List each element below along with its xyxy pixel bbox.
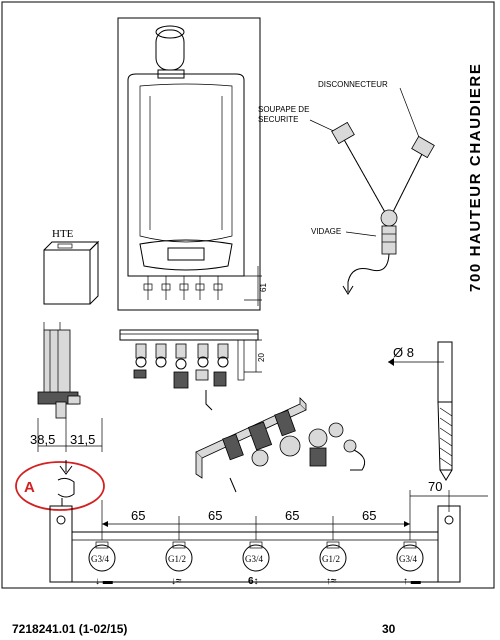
- footer-page-number: 30: [382, 622, 396, 636]
- fitting-2-label: G1/2: [168, 554, 186, 564]
- boiler-front-view: 61: [117, 17, 268, 311]
- manifold-perspective-view: [195, 397, 366, 493]
- disconnecteur-label: DISCONNECTEUR: [318, 80, 388, 89]
- drill-bit: Ø 8: [388, 341, 453, 481]
- dim-31-5-label: 31,5: [70, 432, 95, 447]
- diagram-frame: [1, 1, 495, 589]
- fitting-5-symbol: ↑ ▬: [403, 576, 421, 587]
- vertical-title: 700 HAUTEUR CHAUDIERE: [467, 63, 484, 292]
- soupape-label-line2: SECURITE: [258, 115, 298, 124]
- fitting-1-symbol: ↓ ▬: [95, 576, 113, 587]
- manifold-side-view: 20: [119, 329, 266, 411]
- vidage-label: VIDAGE: [311, 227, 341, 236]
- dim-65-4: 65: [362, 508, 376, 523]
- dim-38-5-label: 38,5: [30, 432, 55, 447]
- fitting-5-label: G3/4: [399, 554, 418, 564]
- fitting-2: G1/2 ↓≈: [165, 541, 193, 587]
- dim-38-31: 38,5 31,5: [30, 418, 103, 452]
- fitting-3-symbol: 6↕: [248, 576, 259, 587]
- soupape-label-line1: SOUPAPE DE: [258, 105, 309, 114]
- footer-reference: 7218241.01 (1-02/15): [12, 622, 128, 636]
- dim-65-3: 65: [285, 508, 299, 523]
- mounting-rail: 70 65 65 65 65 G3/4 ↓ ▬ G1/2 ↓≈ G3/4 6↕: [49, 479, 488, 587]
- disconnector-assembly: [309, 87, 435, 295]
- fitting-4: G1/2 ↑≈: [319, 541, 347, 587]
- fitting-1: G3/4 ↓ ▬: [88, 541, 116, 587]
- hte-side-view: [37, 322, 81, 419]
- hte-label: HTE: [52, 228, 74, 240]
- fitting-3: G3/4 6↕: [242, 541, 270, 587]
- dim-65-2: 65: [208, 508, 222, 523]
- hte-tank: HTE: [43, 228, 100, 305]
- fitting-2-symbol: ↓≈: [171, 576, 182, 587]
- fitting-1-label: G3/4: [91, 554, 110, 564]
- dim-61-label: 61: [259, 283, 268, 292]
- fitting-4-symbol: ↑≈: [326, 576, 337, 587]
- callout-a: A: [15, 460, 105, 511]
- dim-diameter-label: Ø 8: [393, 345, 414, 360]
- dim-20-label: 20: [257, 353, 266, 362]
- fitting-3-label: G3/4: [245, 554, 264, 564]
- dim-70-label: 70: [428, 479, 442, 494]
- callout-a-label: A: [24, 479, 35, 496]
- fitting-4-label: G1/2: [322, 554, 340, 564]
- dim-65-1: 65: [131, 508, 145, 523]
- fitting-5: G3/4 ↑ ▬: [396, 541, 424, 587]
